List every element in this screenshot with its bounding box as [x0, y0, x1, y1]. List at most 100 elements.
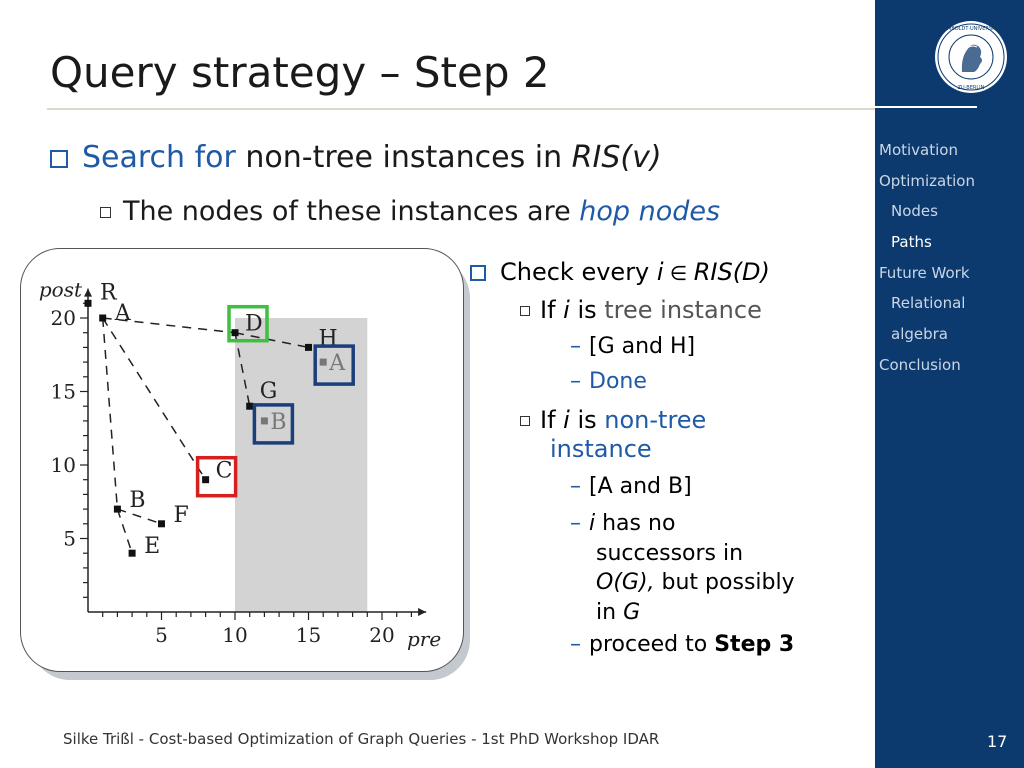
- if2-pre: If: [540, 406, 564, 434]
- if2-sub2-g: G: [623, 599, 641, 625]
- check-text: Check every: [500, 258, 657, 286]
- if1-pre: If: [540, 296, 564, 324]
- y-axis-arrow: [84, 288, 92, 297]
- check-ris: RIS(D): [693, 258, 770, 286]
- if1-i: i: [563, 296, 570, 324]
- point-H: [305, 343, 312, 351]
- nav-item-conclusion[interactable]: Conclusion: [879, 355, 961, 374]
- point-G: [246, 402, 254, 410]
- point-label-B: B: [129, 488, 145, 513]
- if2-sub2-line2: successors in: [596, 540, 744, 566]
- if2-accent2: instance: [550, 435, 652, 463]
- nav-item-nodes[interactable]: Nodes: [891, 202, 938, 221]
- point-label-F: F: [174, 503, 189, 528]
- page-number: 17: [987, 732, 1008, 751]
- nav-item-algebra[interactable]: algebra: [891, 325, 948, 344]
- check-elem: ∈: [663, 261, 694, 285]
- if2-sub3: –proceed to Step 3: [570, 632, 795, 657]
- if2-sub1-text: [A and B]: [589, 474, 692, 499]
- svg-text:ZU·BERLIN: ZU·BERLIN: [958, 85, 985, 91]
- if1-accent: tree instance: [604, 296, 762, 324]
- nav-item-paths[interactable]: Paths: [891, 233, 932, 252]
- check-every-bullet: Check every i ∈ RIS(D): [470, 258, 770, 286]
- edge-A-C: [102, 317, 207, 481]
- square-bullet-icon: [50, 149, 68, 168]
- if2-sub2-line4: in: [596, 599, 624, 625]
- x-tick-label: 15: [296, 623, 321, 647]
- if2-sub2: –i has no successors in O(G), but possib…: [570, 511, 795, 625]
- point-D: [231, 329, 239, 337]
- point-R: [84, 299, 92, 307]
- x-axis-label: pre: [407, 627, 441, 651]
- point-A: [99, 314, 107, 322]
- if2-sub2-line1: has no: [595, 511, 676, 536]
- nav-item-motivation[interactable]: Motivation: [879, 141, 958, 159]
- point-label-E: E: [144, 534, 160, 559]
- point-label-C: C: [216, 459, 233, 484]
- x-tick-label: 10: [222, 623, 247, 647]
- point-label-A-ghost: A: [328, 351, 346, 376]
- if2-sub2-og: O(G),: [596, 570, 655, 595]
- x-tick-label: 5: [155, 623, 168, 647]
- if2-is: is: [569, 406, 605, 434]
- point-B: [113, 505, 121, 513]
- y-tick-label: 5: [63, 527, 76, 551]
- nav-item-relational[interactable]: Relational: [891, 294, 966, 313]
- bullet-search-accent: Search for: [82, 140, 236, 175]
- point-label-G: G: [260, 379, 278, 404]
- point-label-A: A: [114, 301, 132, 326]
- edge-A-D: [102, 317, 236, 334]
- point-B-ghost: [260, 417, 268, 425]
- square-bullet-icon: [470, 265, 486, 281]
- y-tick-label: 20: [51, 306, 76, 330]
- edge-A-B: [101, 317, 119, 510]
- if2-sub2-line3: but possibly: [654, 570, 795, 595]
- edge-D-G: [234, 332, 251, 407]
- if1-sub2: –Done: [570, 369, 647, 394]
- if1-sub1: –[G and H]: [570, 334, 696, 359]
- point-E: [128, 549, 136, 557]
- point-label-R: R: [100, 280, 118, 305]
- edge-D-H: [234, 331, 309, 349]
- y-axis-label: post: [39, 278, 83, 302]
- university-seal-icon: HUMBOLDT·UNIVERSITÄT ZU·BERLIN: [935, 21, 1007, 93]
- edge-B-E: [116, 508, 133, 554]
- bullet-search-text: non-tree instances in: [235, 140, 572, 175]
- point-label-D: D: [245, 312, 263, 337]
- bullet-search-italic: RIS(v): [571, 140, 662, 175]
- if1-sub2-text: Done: [589, 369, 647, 394]
- bullet-hop-nodes: The nodes of these instances are hop nod…: [100, 196, 720, 227]
- bullet-search: Search for non-tree instances in RIS(v): [50, 140, 662, 175]
- highlight-box-B-ghost: [252, 403, 295, 445]
- title-divider: [47, 108, 875, 110]
- if-non-tree-bullet: If i is non-tree instance: [520, 406, 706, 464]
- svg-text:HUMBOLDT·UNIVERSITÄT: HUMBOLDT·UNIVERSITÄT: [940, 25, 1004, 32]
- x-axis-arrow: [418, 608, 427, 616]
- point-F: [158, 520, 165, 528]
- if-tree-bullet: If i is tree instance: [520, 296, 762, 324]
- if2-sub2-i: i: [589, 511, 596, 536]
- nav-item-future-work[interactable]: Future Work: [879, 263, 970, 282]
- bullet-hop-italic: hop nodes: [579, 196, 721, 227]
- square-bullet-icon: [520, 306, 530, 316]
- square-bullet-icon: [100, 207, 111, 218]
- highlight-box-A-ghost: [313, 344, 355, 386]
- if2-sub3-bold: Step 3: [714, 632, 795, 657]
- x-tick-label: 20: [369, 623, 394, 647]
- point-label-B-ghost: B: [270, 410, 286, 435]
- y-tick-label: 15: [51, 380, 76, 404]
- bullet-hop-text: The nodes of these instances are: [123, 196, 580, 227]
- if2-i: i: [563, 406, 570, 434]
- point-A-ghost: [319, 358, 327, 366]
- square-bullet-icon: [520, 416, 530, 426]
- shaded-region: [235, 318, 368, 612]
- nav-item-optimization[interactable]: Optimization: [879, 171, 975, 190]
- highlight-box-D: [227, 304, 269, 343]
- slide-title: Query strategy – Step 2: [50, 48, 550, 97]
- sidebar: [875, 0, 1024, 768]
- check-i: i: [656, 258, 664, 286]
- sidebar-divider: [875, 106, 977, 108]
- edge-B-F: [117, 508, 162, 525]
